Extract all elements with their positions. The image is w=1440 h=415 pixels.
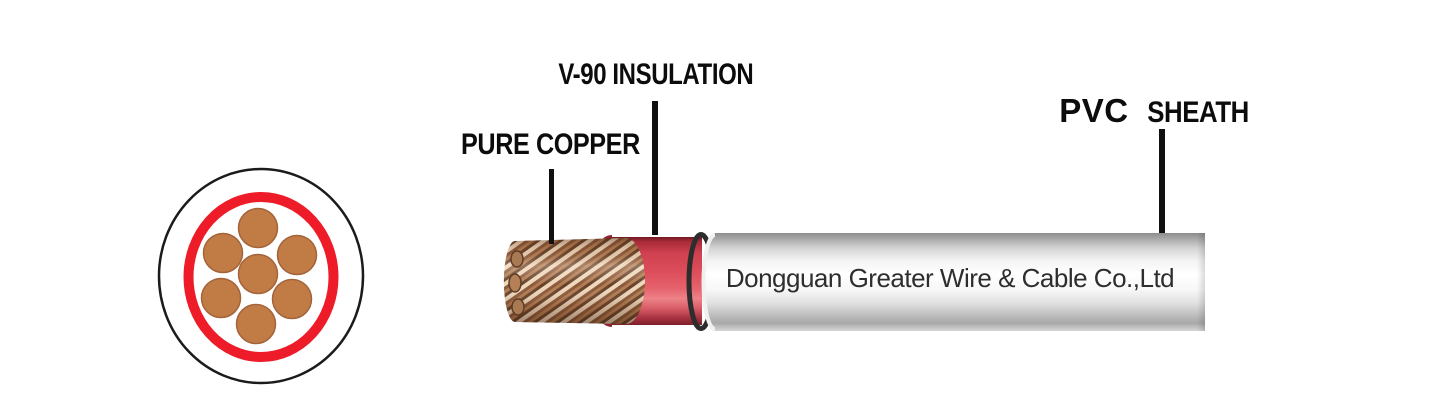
- cross-section-copper-strands: [200, 207, 318, 345]
- pure-copper-leader-line: [549, 169, 554, 244]
- pvc-sheath-label-secondary: SHEATH: [1146, 96, 1249, 129]
- sheath-right-edge-shade: [1197, 233, 1205, 331]
- copper-strand: [237, 207, 279, 249]
- pvc-sheath-label: PVC SHEATH: [1048, 92, 1268, 130]
- sheath-cap-highlight: [701, 233, 716, 331]
- copper-strand: [237, 253, 279, 295]
- copper-strand: [276, 234, 318, 276]
- insulation-label-text: V-90 INSULATION: [558, 58, 754, 91]
- pure-copper-label-text: PURE COPPER: [460, 128, 640, 161]
- copper-strand: [200, 277, 242, 319]
- cable-brand-text: Dongguan Greater Wire & Cable Co.,Ltd: [725, 263, 1175, 293]
- cross-section-insulation-ring: [183, 192, 339, 362]
- sheath-cylinder: [702, 233, 1205, 331]
- copper-strand: [202, 232, 244, 274]
- copper-strand-end: [510, 250, 524, 268]
- cable-3d-render: [503, 232, 1205, 331]
- copper-strand: [235, 303, 277, 345]
- insulation-leader-line: [652, 101, 658, 235]
- copper-bundle-shading: [503, 238, 645, 324]
- pvc-sheath-leader-line: [1159, 129, 1165, 233]
- copper-strand-end: [511, 298, 525, 316]
- insulation-label: V-90 INSULATION: [536, 58, 776, 92]
- copper-strand: [271, 278, 313, 320]
- copper-strand-bundle: [503, 238, 645, 324]
- copper-strand-end: [508, 273, 522, 293]
- cable-cross-section-diagram: [157, 167, 365, 385]
- pure-copper-label: PURE COPPER: [458, 128, 642, 162]
- pvc-sheath-label-primary: PVC: [1059, 92, 1129, 129]
